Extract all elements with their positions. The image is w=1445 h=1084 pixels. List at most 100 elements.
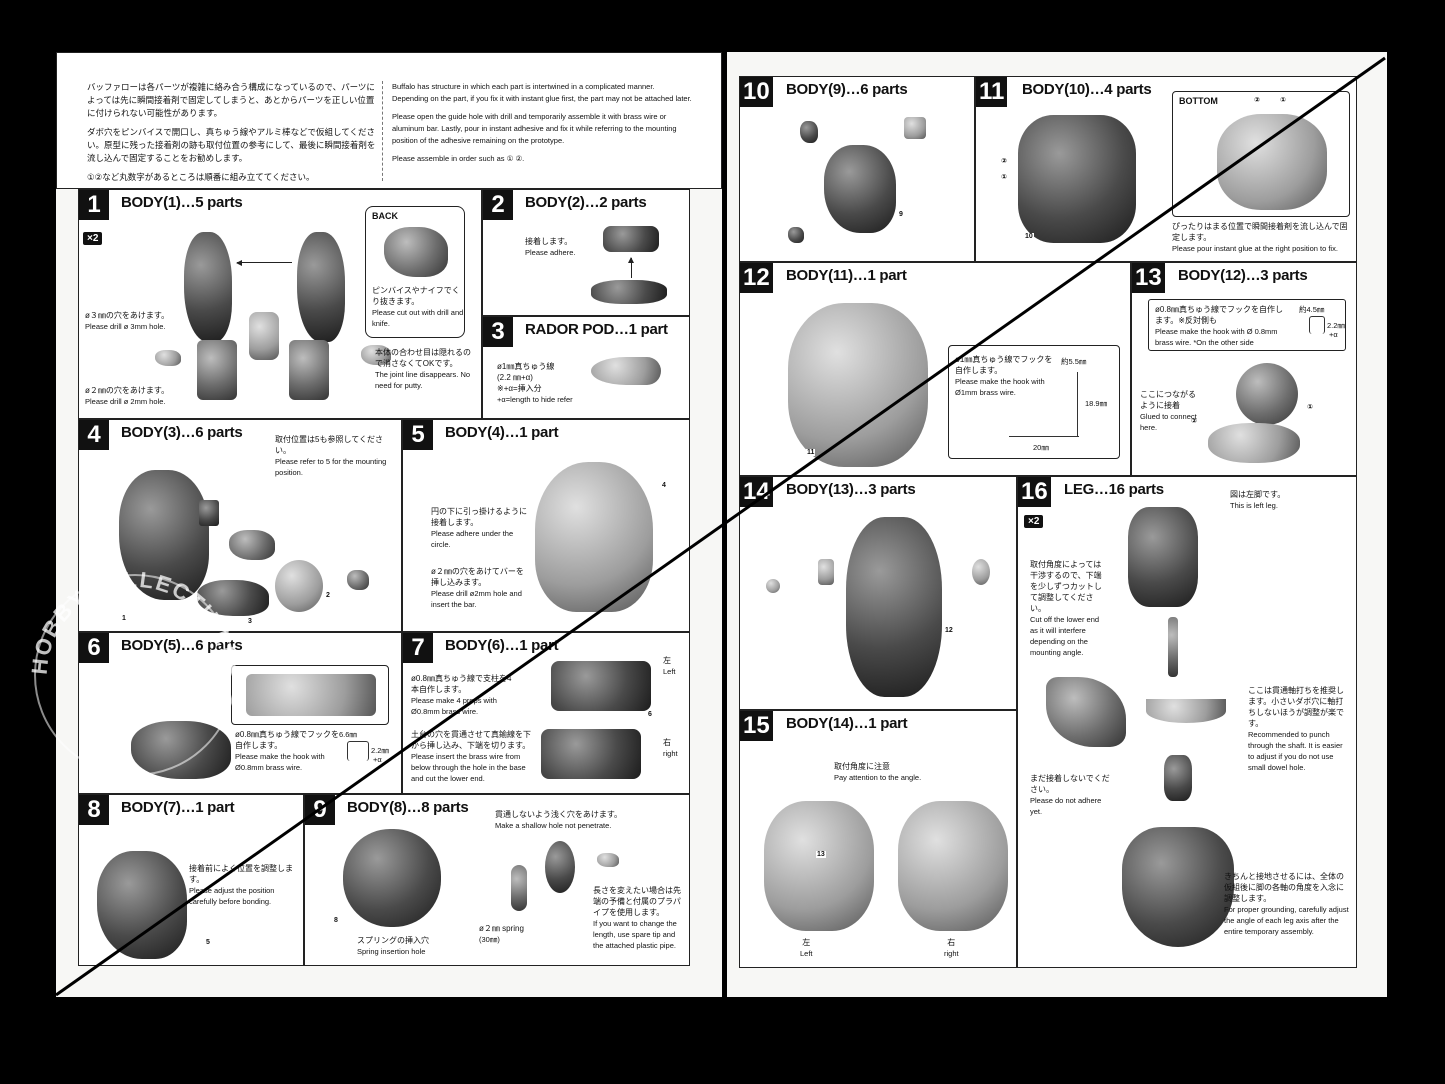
hook-wire-upright <box>1077 372 1078 436</box>
step-13-panel: 13 BODY(12)…3 parts ø0.8㎜真ちゅう線でフックを自作します… <box>1131 262 1357 476</box>
step-9-number: 9 <box>305 795 335 825</box>
body-8-part <box>343 829 441 927</box>
assembly-arrow <box>628 257 634 278</box>
step-13-number: 13 <box>1132 263 1165 293</box>
intro-jp-2: ダボ穴をピンバイスで開口し、真ちゅう線やアルミ棒などで仮組してください。原型に残… <box>87 127 376 163</box>
small-joint-part <box>155 350 181 366</box>
assembly-arrow <box>237 262 292 263</box>
note-jp: ø２㎜ spring <box>479 924 524 933</box>
intro-en-1: Buffalo has structure in which each part… <box>392 82 692 103</box>
step-9-note-spring-hole: スプリングの挿入穴 Spring insertion hole <box>357 935 477 957</box>
arm-part <box>229 530 275 560</box>
part-label-5: 5 <box>205 939 211 946</box>
step-10-panel: 10 BODY(9)…6 parts 9 <box>739 76 975 262</box>
step-5-note-adhere: 円の下に引っ掛けるように接着します。 Please adhere under t… <box>431 506 527 550</box>
body-lower-right-part <box>289 340 329 400</box>
dimension-width: 20㎜ <box>1033 443 1049 452</box>
part-label-13: 13 <box>816 851 826 858</box>
intro-jp-3: ①②など丸数字があるところは順番に組み立ててください。 <box>87 172 315 182</box>
small-part <box>347 570 369 590</box>
note-jp: 取付角度に注意 <box>834 762 890 771</box>
step-11-number: 11 <box>976 77 1008 107</box>
step-1-note-joint-line: 本体の合わせ目は隠れるので消さなくてOKです。 The joint line d… <box>375 347 475 391</box>
note-jp: 長さを変えたい場合は先端の予備と付属のプラパイプを使用します。 <box>593 886 681 917</box>
toe-part <box>1046 677 1126 747</box>
step-2-title: BODY(2)…2 parts <box>525 194 647 211</box>
step-10-number: 10 <box>740 77 773 107</box>
note-jp: 円の下に引っ掛けるように接着します。 <box>431 507 527 527</box>
order-label-2: ② <box>1253 96 1261 104</box>
body-lower-left-part <box>197 340 237 400</box>
right-view-label: 右 right <box>944 937 959 959</box>
note-en: Cut off the lower end as it will interfe… <box>1030 615 1100 657</box>
note-en: Please cut out with drill and knife. <box>372 308 464 328</box>
body-shell-right-part <box>297 232 345 342</box>
lower-plate-part <box>591 280 667 304</box>
body-9-part <box>824 145 896 233</box>
step-13-note-hook: ø0.8㎜真ちゅう線でフックを自作します。※反対側も Please make t… <box>1155 304 1287 348</box>
note-en: Left <box>800 949 813 958</box>
step-13-title: BODY(12)…3 parts <box>1178 267 1308 284</box>
order-label-1: ① <box>1000 173 1008 181</box>
step-9-note-shallow-hole: 貫通しないよう浅く穴をあけます。 Make a shallow hole not… <box>495 809 655 831</box>
back-view-part <box>384 227 448 277</box>
step-2-panel: 2 BODY(2)…2 parts 接着します。 Please adhere. <box>482 189 690 316</box>
note-en: Please refer to 5 for the mounting posit… <box>275 457 387 477</box>
note-en: Please adjust the position carefully bef… <box>189 886 275 906</box>
lower-bracket-part <box>197 580 269 616</box>
part-label-12: 12 <box>944 627 954 634</box>
note-en: Please make the hook with Ø 0.8mm brass … <box>1155 327 1278 347</box>
step-9-note-spring: ø２㎜ spring (30㎜) <box>479 923 539 945</box>
step-16-title: LEG…16 parts <box>1064 481 1164 498</box>
joint-disc-part <box>1146 699 1226 723</box>
note-jp: 左 <box>663 656 671 665</box>
step-8-number: 8 <box>79 795 109 825</box>
step-5-panel: 5 BODY(4)…1 part 円の下に引っ掛けるように接着します。 Plea… <box>402 419 690 632</box>
intro-english: Buffalo has structure in which each part… <box>392 81 692 171</box>
step-10-title: BODY(9)…6 parts <box>786 81 908 98</box>
cover-part <box>904 117 926 139</box>
step-8-title: BODY(7)…1 part <box>121 799 235 816</box>
step-6-panel: 6 BODY(5)…6 parts ø0.8㎜真ちゅう線でフックを自作します。 … <box>78 632 402 794</box>
body-5-part <box>131 721 231 779</box>
step-6-note: ø0.8㎜真ちゅう線でフックを自作します。 Please make the ho… <box>235 729 339 773</box>
manual-left-page: バッファローは各パーツが複雑に絡み合う構成になっているので、パーツによっては先に… <box>56 52 722 997</box>
note-en: This is left leg. <box>1230 501 1278 510</box>
note-jp: ø1㎜真ちゅう線でフックを自作します。 <box>955 355 1053 375</box>
body-shell-left-part <box>184 232 232 342</box>
small-part <box>800 121 818 143</box>
step-7-panel: 7 BODY(6)…1 part ø0.8㎜真ちゅう線で支柱を4本自作します。 … <box>402 632 690 794</box>
tip-part <box>597 853 619 867</box>
note-jp: きちんと接地させるには、全体の仮組後に脚の各軸の角度を入念に調整します。 <box>1224 872 1344 903</box>
small-part <box>766 579 780 593</box>
note-jp: 左 <box>802 938 811 947</box>
body-11-part <box>788 303 928 467</box>
step-14-title: BODY(13)…3 parts <box>786 481 916 498</box>
step-8-note: 接着前によく位置を調整します。 Please adjust the positi… <box>189 863 297 907</box>
note-en: Please pour instant glue at the right po… <box>1172 244 1338 253</box>
step-4-number: 4 <box>79 420 109 450</box>
note-jp: ø1㎜真ちゅう線 <box>497 362 555 371</box>
note-en: Please make 4 props with Ø0.8mm brass wi… <box>411 696 497 716</box>
step-16-note-left-leg: 図は左脚です。 This is left leg. <box>1230 489 1340 511</box>
note-jp: まだ接着しないでください。 <box>1030 774 1110 794</box>
hook-diagram-callout: ø1㎜真ちゅう線でフックを自作します。 Please make the hook… <box>948 345 1120 459</box>
step-9-title: BODY(8)…8 parts <box>347 799 469 816</box>
right-label: 右 right <box>663 737 678 759</box>
part-label-8: 8 <box>333 917 339 924</box>
body-14-right-view <box>898 801 1008 931</box>
note-en: +α=length to hide refer <box>497 395 573 404</box>
note-jp: (2.2 ㎜+α) <box>497 373 533 382</box>
note-jp: 取付角度によっては干渉するので、下端を少しずつカットして調整してください。 <box>1030 560 1102 613</box>
dimension-height: 18.9㎜ <box>1085 399 1108 408</box>
note-en: (30㎜) <box>479 935 500 944</box>
sphere-part <box>1236 363 1298 425</box>
order-label-1: ① <box>1279 96 1287 104</box>
part-label-6: 6 <box>647 711 653 718</box>
step-16-note-grounding: きちんと接地させるには、全体の仮組後に脚の各軸の角度を入念に調整します。 For… <box>1224 871 1350 937</box>
body-6-right-part <box>541 729 641 779</box>
part-label-11: 11 <box>806 449 816 456</box>
intro-en-3: Please assemble in order such as ① ②. <box>392 154 525 163</box>
manual-right-page: 10 BODY(9)…6 parts 9 11 BODY(10)…4 parts… <box>727 52 1387 997</box>
step-1-panel: 1 BODY(1)…5 parts ×2 ø３㎜の穴をあけます。 Please … <box>78 189 482 419</box>
